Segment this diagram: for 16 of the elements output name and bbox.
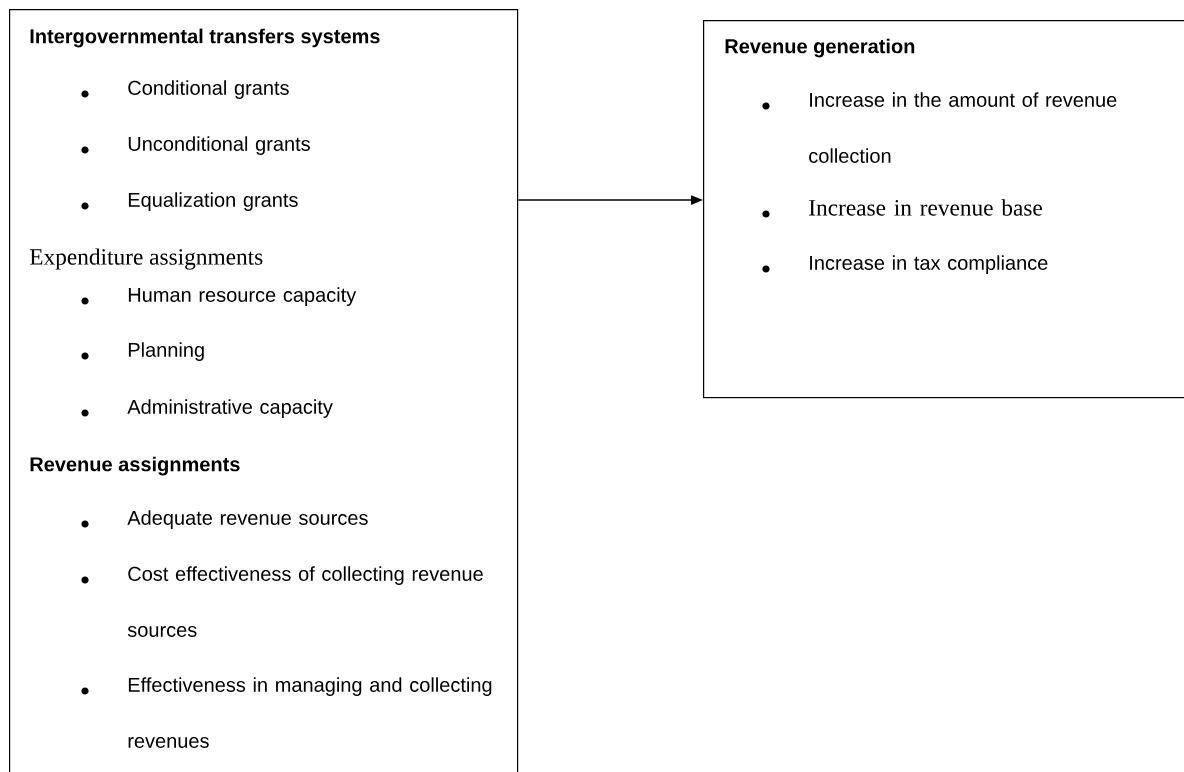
bullet-item: Effectiveness in managing and collecting revenues: [81, 677, 492, 748]
heading: Revenue assignments: [30, 456, 240, 476]
bullet-item: Human resource capacity: [81, 287, 357, 306]
bullet-item: Unconditional grants: [81, 136, 310, 155]
bullet-item: Increase in the amount of revenue collection: [762, 92, 1117, 163]
bullet-item: Planning: [81, 342, 204, 361]
section-label: Expenditure assignments: [29, 248, 263, 270]
bullet-item: Conditional grants: [81, 80, 289, 99]
bullet-item: Equalization grants: [81, 192, 298, 211]
bullet-item: Administrative capacity: [81, 399, 333, 418]
heading: Intergovernmental transfers systems: [30, 28, 380, 48]
heading: Revenue generation: [725, 38, 915, 58]
bullet-item: Increase in revenue base: [762, 199, 1042, 218]
bullet-item: Adequate revenue sources: [81, 510, 368, 529]
bullet-item: Increase in tax compliance: [762, 255, 1048, 274]
bullet-item: Cost effectiveness of collecting revenue sources: [81, 566, 483, 637]
